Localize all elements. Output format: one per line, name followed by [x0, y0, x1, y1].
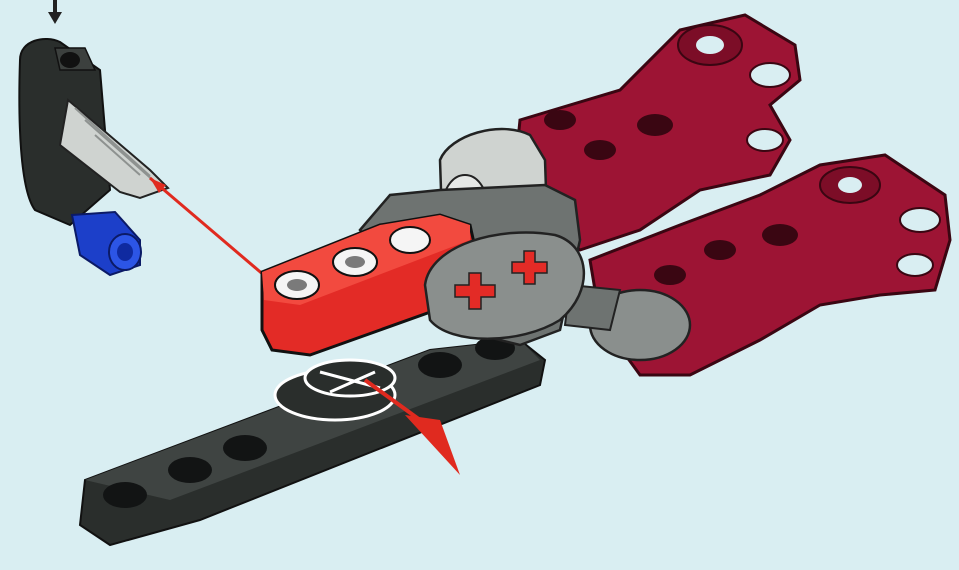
top-down-arrow [48, 0, 62, 24]
connector-piece [19, 39, 168, 275]
assembly-arrow-1 [150, 178, 272, 282]
